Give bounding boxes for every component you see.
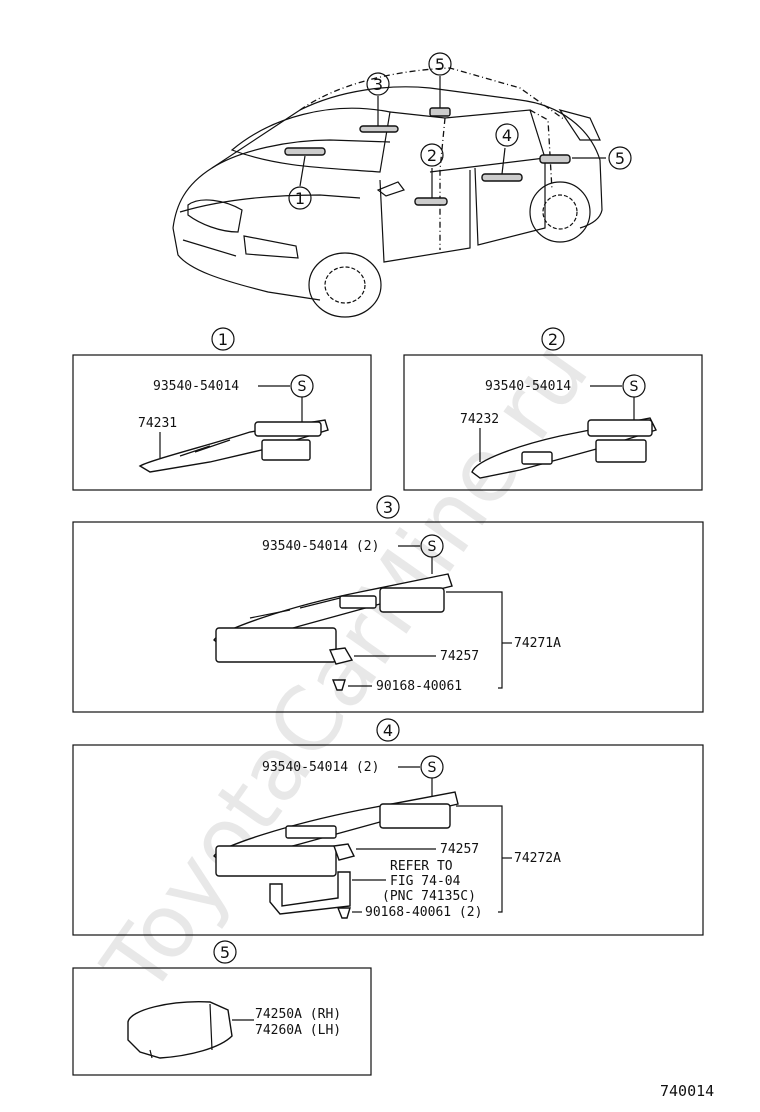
panel-5: 5 74250A (RH) 74260A (LH) (72, 940, 372, 1076)
refer-note: (PNC 74135C) (382, 889, 476, 904)
part-number-label: 90168-40061 (376, 679, 462, 694)
part-number-label: 90168-40061 (2) (365, 905, 482, 920)
part-number-label: 74250A (RH) (255, 1007, 341, 1022)
panel-4: 4 93540-54014 (2) S 74272A 74257 REFER T… (72, 718, 704, 936)
screw-symbol: S (298, 379, 307, 395)
callout-number: 3 (373, 75, 383, 94)
callout-circle-5 (428, 52, 452, 76)
part-number-label: 74257 (440, 649, 479, 664)
callout-number: 4 (502, 126, 512, 145)
screw-symbol: S (428, 539, 437, 555)
part-number-label: 93540-54014 (2) (262, 539, 379, 554)
screw-symbol: S (630, 379, 639, 395)
part-number-label: 74272A (514, 851, 561, 866)
panel-number: 2 (548, 330, 558, 349)
vehicle-overview: 1 3 2 4 5 5 (172, 52, 632, 318)
refer-note: REFER TO (390, 859, 453, 874)
callout-circle-2 (420, 143, 444, 167)
callout-number: 5 (615, 149, 625, 168)
callout-circle-5 (608, 146, 632, 170)
panel-number: 4 (383, 721, 393, 740)
callout-circle-1 (288, 186, 312, 210)
panel-number: 1 (218, 330, 228, 349)
part-number-label: 74271A (514, 636, 561, 651)
screw-symbol: S (428, 760, 437, 776)
part-number-label: 74232 (460, 412, 499, 427)
part-number-label: 93540-54014 (485, 379, 571, 394)
part-number-label: 74260A (LH) (255, 1023, 341, 1038)
callout-number: 1 (295, 189, 305, 208)
panel-2: 2 93540-54014 S 74232 (403, 327, 703, 491)
panel-number: 5 (220, 943, 230, 962)
callout-number: 2 (427, 146, 437, 165)
panel-1: 1 93540-54014 S 74231 (72, 327, 372, 491)
callout-circle-3 (366, 72, 390, 96)
callout-number: 5 (435, 55, 445, 74)
part-number-label: 74231 (138, 416, 177, 431)
figure-code: 740014 (660, 1082, 714, 1100)
panel-3: 3 93540-54014 (2) S 74271A 74257 90168-4… (72, 495, 704, 713)
refer-note: FIG 74-04 (390, 874, 461, 889)
panel-number: 3 (383, 498, 393, 517)
part-number-label: 93540-54014 (153, 379, 239, 394)
part-number-label: 74257 (440, 842, 479, 857)
part-number-label: 93540-54014 (2) (262, 760, 379, 775)
callout-circle-4 (495, 123, 519, 147)
